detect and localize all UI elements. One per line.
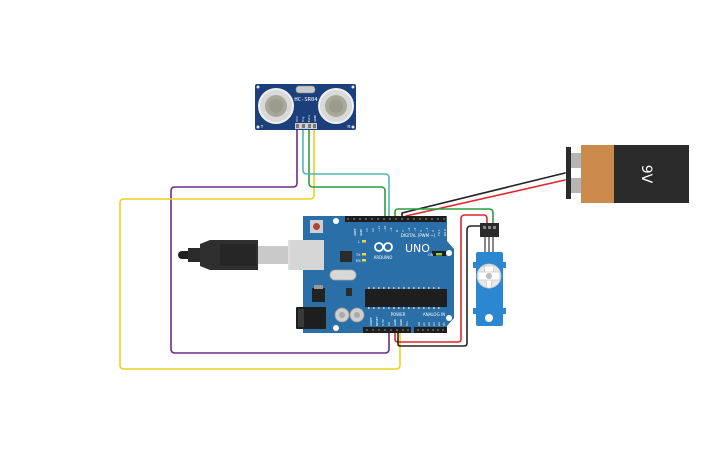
- battery-terminal-plate: [566, 147, 571, 199]
- analog-pin-a0: A0: [417, 322, 421, 326]
- on-led-label: ON: [428, 253, 434, 257]
- servo-horn-icon: [476, 263, 502, 289]
- microcontroller-chip: [365, 289, 447, 307]
- digital-pin-8: 8: [395, 230, 399, 232]
- servo-connector: [480, 223, 499, 237]
- battery-body: [614, 145, 689, 203]
- on-led: [436, 253, 442, 256]
- power-header[interactable]: [363, 327, 411, 333]
- digital-pin-12: 12: [371, 228, 375, 232]
- battery-terminal-positive: [571, 178, 582, 193]
- wire-green-servo-signal[interactable]: [394, 208, 494, 227]
- digital-pin-0: RX 0: [443, 229, 447, 236]
- power-pin-gnd1: GND: [393, 318, 397, 326]
- rx-led-label: RX: [356, 259, 362, 263]
- servo-motor[interactable]: [473, 223, 506, 326]
- l-led-label: L: [358, 240, 360, 244]
- gnd-top-label: GND: [359, 228, 363, 236]
- power-pin-3v3: 3.3V: [381, 318, 385, 326]
- sensor-pin-vcc: VCC: [295, 116, 299, 122]
- analog-pin-a5: A5: [442, 322, 446, 326]
- rx-led: [362, 259, 366, 262]
- sensor-r-mark: R: [347, 124, 351, 129]
- digital-pin-2: 2: [431, 230, 435, 232]
- sensor-pin-trig: Trig: [301, 117, 305, 123]
- power-pin-labels: IOREF RESET 3.3V 5V GND GND Vin: [369, 316, 409, 326]
- arduino-brand-label: ARDUINO: [374, 255, 393, 260]
- battery-9v[interactable]: 9V: [566, 145, 689, 203]
- analog-label: ANALOG IN: [423, 312, 445, 317]
- wire-purple-vcc[interactable]: [170, 127, 390, 354]
- wire-yellow-gnd[interactable]: [119, 127, 401, 370]
- digital-pin-5: ~5: [413, 227, 417, 232]
- ultrasonic-sensor[interactable]: HC-SR04 T R VCC Trig Echo GND: [255, 84, 356, 130]
- digital-pin-11: ~11: [377, 226, 381, 232]
- usb-port: [290, 240, 324, 270]
- analog-pin-labels: A0 A1 A2 A3 A4 A5: [417, 322, 446, 326]
- digital-label: DIGITAL (PWM ~): [401, 233, 436, 238]
- power-pin-gnd2: GND: [399, 318, 403, 326]
- wire-red-servo-power[interactable]: [394, 214, 488, 343]
- power-pin-ioref: IOREF: [369, 317, 373, 326]
- wire-teal-trig[interactable]: [302, 127, 390, 221]
- crystal-oscillator: [329, 269, 357, 281]
- wire-green-echo[interactable]: [308, 127, 386, 221]
- tx-led-label: TX: [356, 253, 361, 257]
- analog-pin-a4: A4: [437, 322, 441, 326]
- digital-pin-1: TX 1: [437, 229, 441, 237]
- reset-button-icon[interactable]: [313, 223, 320, 230]
- arduino-logo-icon: [374, 242, 393, 252]
- analog-pin-a2: A2: [427, 322, 431, 326]
- uno-model-label: UNO: [405, 242, 430, 255]
- digital-pin-9: ~9: [389, 227, 393, 232]
- power-pin-reset: RESET: [375, 316, 379, 326]
- analog-pin-a1: A1: [422, 322, 426, 326]
- power-label: POWER: [391, 312, 406, 317]
- sensor-pin-labels: VCC Trig Echo GND: [295, 114, 317, 123]
- battery-copper-cap: [581, 145, 614, 203]
- sensor-model-label: HC-SR04: [294, 97, 318, 103]
- tx-led: [362, 253, 366, 256]
- arduino-uno[interactable]: AREF GND 13 12 ~11 ~10 ~9 8 7 ~6 ~5 4 ~3…: [290, 216, 454, 333]
- usb-plug-icon: [258, 246, 288, 264]
- l-led: [362, 240, 366, 243]
- sensor-t-mark: T: [261, 124, 264, 129]
- digital-pin-13: 13: [365, 228, 369, 232]
- wire-black-servo-gnd[interactable]: [397, 225, 482, 347]
- power-pin-5v: 5V: [387, 321, 391, 326]
- wire-red-battery[interactable]: [405, 179, 566, 221]
- sensor-pin-gnd: GND: [313, 114, 317, 122]
- power-pin-vin: Vin: [405, 321, 409, 326]
- digital-pin-6: ~6: [407, 227, 411, 232]
- digital-pin-7: 7: [401, 230, 405, 232]
- analog-pin-a3: A3: [432, 322, 436, 326]
- analog-header[interactable]: [414, 327, 447, 333]
- wire-black-battery[interactable]: [401, 172, 566, 221]
- digital-pin-3: ~3: [425, 227, 429, 232]
- battery-label: 9V: [638, 165, 654, 184]
- sensor-pin-echo: Echo: [307, 115, 311, 122]
- small-chip: [340, 251, 352, 262]
- sensor-crystal: [295, 85, 316, 94]
- digital-pin-labels: AREF GND 13 12 ~11 ~10 ~9 8 7 ~6 ~5 4 ~3…: [353, 226, 447, 237]
- digital-pin-10: ~10: [383, 226, 387, 232]
- digital-pin-4: 4: [419, 230, 423, 232]
- battery-terminal-negative: [571, 153, 582, 168]
- aref-label: AREF: [353, 228, 357, 236]
- voltage-regulator: [312, 288, 325, 302]
